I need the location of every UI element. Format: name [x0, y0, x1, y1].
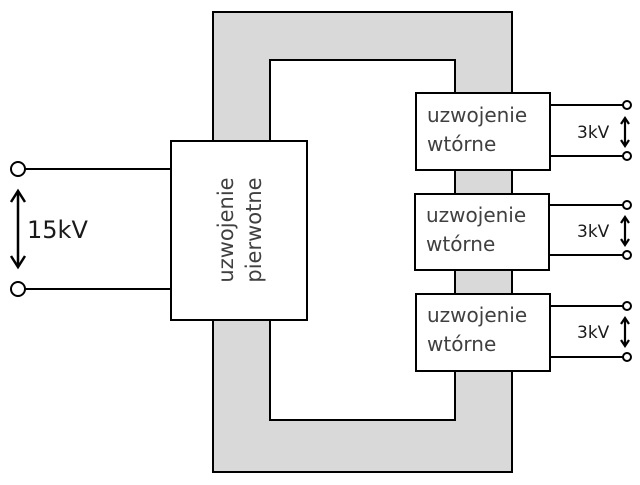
- primary-winding-label-line1: uzwojenie: [214, 177, 238, 282]
- secondary-winding-label-line1: uzwojenie: [427, 103, 527, 127]
- primary-terminal-top: [10, 161, 26, 177]
- secondary-terminal-bottom: [622, 250, 632, 260]
- secondary-voltage-label: 3kV: [577, 222, 610, 242]
- secondary-terminal-bottom: [622, 352, 632, 362]
- secondary-winding-box: [414, 193, 550, 271]
- secondary-terminal-top: [622, 100, 632, 110]
- secondary-winding-label-line2: wtórne: [427, 332, 496, 356]
- primary-terminal-bottom: [10, 281, 26, 297]
- secondary-voltage-arrow-icon: [620, 215, 630, 247]
- secondary-voltage-arrow-icon: [620, 116, 630, 148]
- secondary-voltage-label: 3kV: [577, 323, 610, 343]
- primary-winding-box: [170, 140, 308, 321]
- secondary-winding-label-line1: uzwojenie: [427, 303, 527, 327]
- primary-winding-label-line2: pierwotne: [242, 177, 266, 282]
- secondary-terminal-bottom: [622, 151, 632, 161]
- secondary-winding-1: uzwojenie wtórne 3kV: [415, 92, 632, 171]
- primary-voltage-label: 15kV: [27, 216, 88, 244]
- secondary-voltage-label: 3kV: [577, 123, 610, 143]
- primary-voltage-arrow-icon: [9, 188, 27, 270]
- secondary-winding-box: [415, 92, 551, 171]
- secondary-winding-label-line2: wtórne: [427, 132, 496, 156]
- secondary-winding-3: uzwojenie wtórne 3kV: [415, 293, 632, 372]
- secondary-winding-2: uzwojenie wtórne 3kV: [414, 193, 632, 271]
- secondary-winding-label-line1: uzwojenie: [426, 203, 526, 227]
- secondary-winding-box: [415, 293, 551, 372]
- secondary-terminal-top: [622, 301, 632, 311]
- secondary-terminal-top: [622, 200, 632, 210]
- secondary-winding-label-line2: wtórne: [426, 232, 495, 256]
- secondary-voltage-arrow-icon: [620, 316, 630, 348]
